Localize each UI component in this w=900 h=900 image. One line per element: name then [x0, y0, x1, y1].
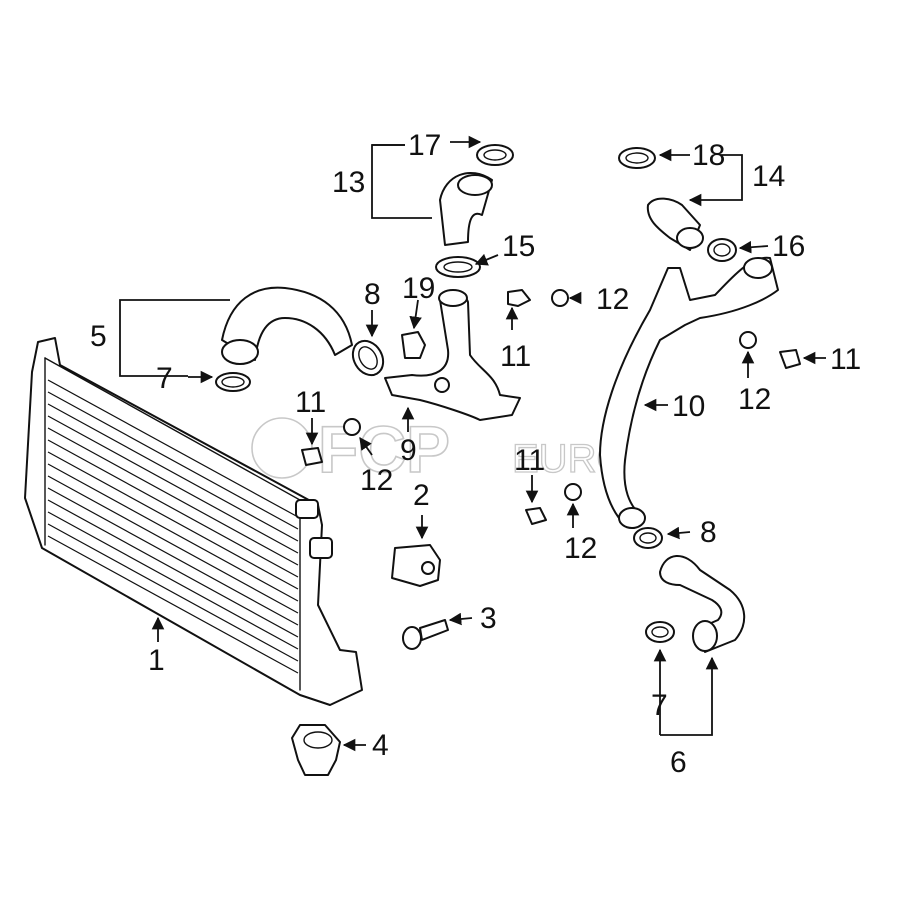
- hose-clamp-left: [215, 372, 251, 392]
- outlet-pipe: [599, 256, 779, 529]
- callout-13: 13: [332, 166, 365, 199]
- intake-hose: [221, 286, 353, 365]
- upper-hose: [439, 171, 493, 246]
- intercooler-fins: [47, 379, 299, 674]
- mount-bushing: [291, 724, 341, 776]
- callout-19: 19: [402, 272, 435, 305]
- callout-17: 17: [408, 129, 441, 162]
- callout-6: 6: [670, 746, 687, 779]
- callout-3: 3: [480, 602, 497, 635]
- nut-12-a: [343, 418, 361, 436]
- bolt-11-d: [525, 507, 547, 525]
- callout-7-left: 7: [156, 362, 173, 395]
- callout-7-right: 7: [651, 689, 668, 722]
- bolt-11-a: [301, 447, 323, 466]
- hose-clamp-17: [476, 144, 514, 166]
- charge-pipe: [384, 289, 521, 421]
- callout-8-lower: 8: [700, 516, 717, 549]
- bolt-11-c: [779, 349, 801, 369]
- hose-clamp-8-lower: [633, 527, 663, 549]
- callout-11-b: 11: [500, 340, 531, 373]
- fcp-euro-watermark: FCP EURO: [251, 411, 628, 487]
- hose-clamp-8-upper: [351, 339, 385, 377]
- hose-clamp-16: [707, 238, 737, 262]
- pressure-sensor: [401, 331, 426, 359]
- bolt-11-b: [507, 289, 531, 307]
- hose-clamp-15: [435, 256, 481, 278]
- callout-12-c: 12: [738, 383, 771, 416]
- callout-12-b: 12: [596, 283, 629, 316]
- callout-12-a: 12: [360, 464, 393, 497]
- callout-10: 10: [672, 390, 705, 423]
- callout-16: 16: [772, 230, 805, 263]
- callout-14: 14: [752, 160, 785, 193]
- bracket: [391, 544, 441, 587]
- callout-12-d: 12: [564, 532, 597, 565]
- nut-12-b: [551, 289, 569, 307]
- lower-hose: [659, 555, 746, 653]
- callout-2: 2: [413, 479, 430, 512]
- hose-clamp-18: [618, 147, 656, 169]
- bolt-3: [402, 619, 449, 650]
- callout-11-c: 11: [830, 343, 861, 376]
- leader-lines: [119, 135, 826, 752]
- watermark-brand: FCP: [318, 412, 450, 486]
- callout-11-a: 11: [295, 386, 326, 419]
- hose-clamp-7-lower: [645, 621, 675, 643]
- nut-12-d: [564, 483, 582, 501]
- nut-12-c: [739, 331, 757, 349]
- callout-1: 1: [148, 644, 165, 677]
- callout-11-d: 11: [514, 444, 545, 477]
- callout-9: 9: [400, 434, 417, 467]
- callout-18: 18: [692, 139, 725, 172]
- callout-5: 5: [90, 320, 107, 353]
- intercooler: [24, 337, 363, 706]
- upper-right-hose: [646, 197, 704, 251]
- callout-15: 15: [502, 230, 535, 263]
- callout-labels: 1 2 3 4 5 6 7 7 8 8 9 10 11 11 11 11 12 …: [90, 129, 861, 779]
- callout-8-upper: 8: [364, 278, 381, 311]
- callout-4: 4: [372, 729, 389, 762]
